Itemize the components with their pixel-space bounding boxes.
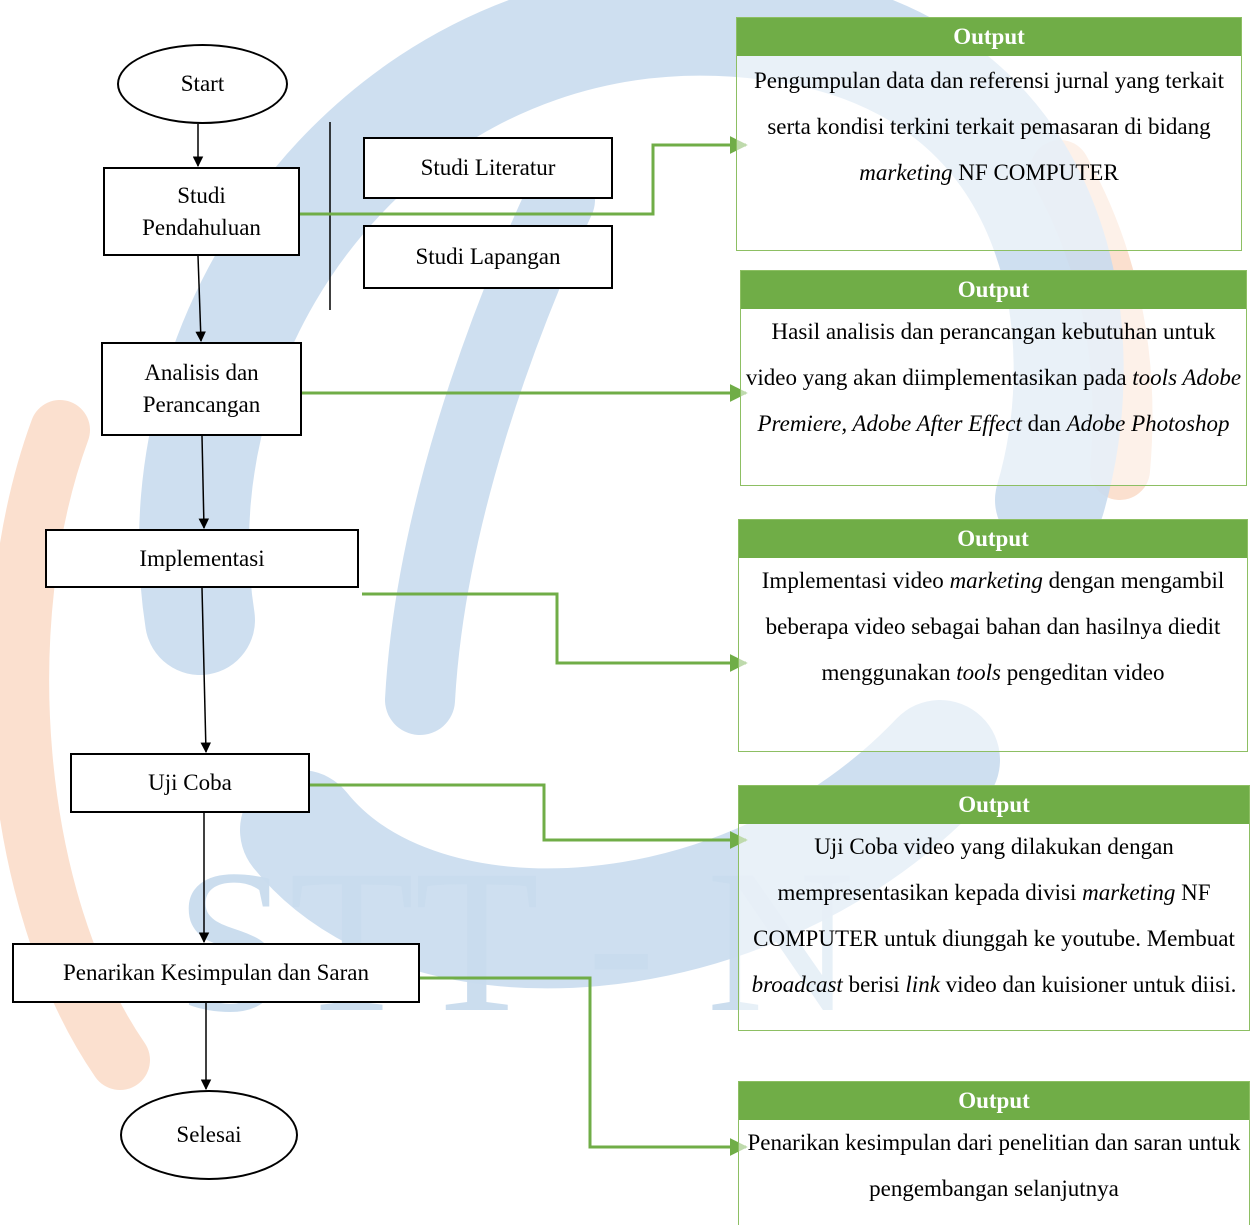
output-text-segment: tools xyxy=(956,660,1001,685)
studi-literatur-node: Studi Literatur xyxy=(363,137,613,199)
output-text-segment: Adobe Photoshop xyxy=(1066,411,1230,436)
studi-lapangan-node: Studi Lapangan xyxy=(363,225,613,289)
studi-lapangan-label: Studi Lapangan xyxy=(415,244,561,269)
output-text: Uji Coba video yang dilakukan dengan mem… xyxy=(739,824,1249,1008)
output-box-5: Output Penarikan kesimpulan dari penelit… xyxy=(738,1081,1250,1225)
output-connector-3 xyxy=(362,592,748,672)
output-text-segment: marketing xyxy=(859,160,953,185)
output-text-segment: Pengumpulan data dan referensi jurnal ya… xyxy=(753,68,1225,139)
output-text-segment: dan xyxy=(1021,411,1067,436)
output-text-segment: Uji Coba video yang dilakukan dengan mem… xyxy=(777,834,1174,905)
studi-pendahuluan-node: Studi Pendahuluan xyxy=(103,167,300,256)
output-connector-1 xyxy=(300,136,748,216)
output-text: Penarikan kesimpulan dari penelitian dan… xyxy=(739,1120,1249,1212)
output-header: Output xyxy=(739,520,1247,558)
output-text-segment: Implementasi video xyxy=(761,568,950,593)
output-text-segment: marketing xyxy=(1082,880,1176,905)
output-text-segment: Penarikan kesimpulan dari penelitian dan… xyxy=(747,1130,1241,1201)
output-text-segment: NF COMPUTER untuk diunggah ke youtube. M… xyxy=(753,880,1235,951)
output-text-segment: link xyxy=(905,972,940,997)
edge-analisis-implementasi xyxy=(198,435,210,530)
output-text-segment: NF COMPUTER xyxy=(952,160,1119,185)
output-header: Output xyxy=(739,1082,1249,1120)
studi-literatur-label: Studi Literatur xyxy=(420,155,556,180)
implementasi-label: Implementasi xyxy=(139,545,265,571)
start-label: Start xyxy=(180,71,225,96)
output-box-4: Output Uji Coba video yang dilakukan den… xyxy=(738,785,1250,1031)
edge-implementasi-ujicoba xyxy=(200,587,212,754)
output-text-segment: berisi xyxy=(842,972,906,997)
start-node: Start xyxy=(117,44,288,124)
analisis-label: Analisis dan Perancangan xyxy=(142,360,261,417)
output-text-segment: marketing xyxy=(949,568,1043,593)
output-text-segment: pengeditan video xyxy=(1000,660,1165,685)
output-text: Implementasi video marketing dengan meng… xyxy=(739,558,1247,696)
studi-pendahuluan-label: Studi Pendahuluan xyxy=(142,182,261,240)
output-header: Output xyxy=(737,18,1241,56)
output-text-segment: Hasil analisis dan perancangan kebutuhan… xyxy=(745,319,1216,390)
output-connector-5 xyxy=(420,976,748,1156)
output-box-3: Output Implementasi video marketing deng… xyxy=(738,519,1248,752)
output-text: Hasil analisis dan perancangan kebutuhan… xyxy=(741,309,1246,447)
implementasi-node: Implementasi xyxy=(45,529,359,588)
output-text-segment: video dan kuisioner untuk diisi. xyxy=(939,972,1237,997)
analisis-node: Analisis dan Perancangan xyxy=(101,342,302,436)
penarikan-node: Penarikan Kesimpulan dan Saran xyxy=(12,943,420,1003)
edge-pendahuluan-analisis xyxy=(195,255,206,343)
uji-coba-node: Uji Coba xyxy=(70,753,310,813)
output-box-2: Output Hasil analisis dan perancangan ke… xyxy=(740,270,1247,486)
output-text-segment: dengan mengambil beberapa video sebagai … xyxy=(765,568,1225,685)
output-text: Pengumpulan data dan referensi jurnal ya… xyxy=(737,56,1241,196)
selesai-node: Selesai xyxy=(120,1090,298,1180)
output-box-1: Output Pengumpulan data dan referensi ju… xyxy=(736,17,1242,251)
output-header: Output xyxy=(741,271,1246,309)
output-connector-4 xyxy=(310,783,748,849)
output-text-segment: broadcast xyxy=(751,972,843,997)
output-header: Output xyxy=(739,786,1249,824)
selesai-label: Selesai xyxy=(176,1122,242,1147)
penarikan-label: Penarikan Kesimpulan dan Saran xyxy=(63,960,369,985)
output-text-segment: tools Adobe Premiere, Adobe After Effect xyxy=(757,365,1242,436)
uji-coba-label: Uji Coba xyxy=(148,770,232,795)
